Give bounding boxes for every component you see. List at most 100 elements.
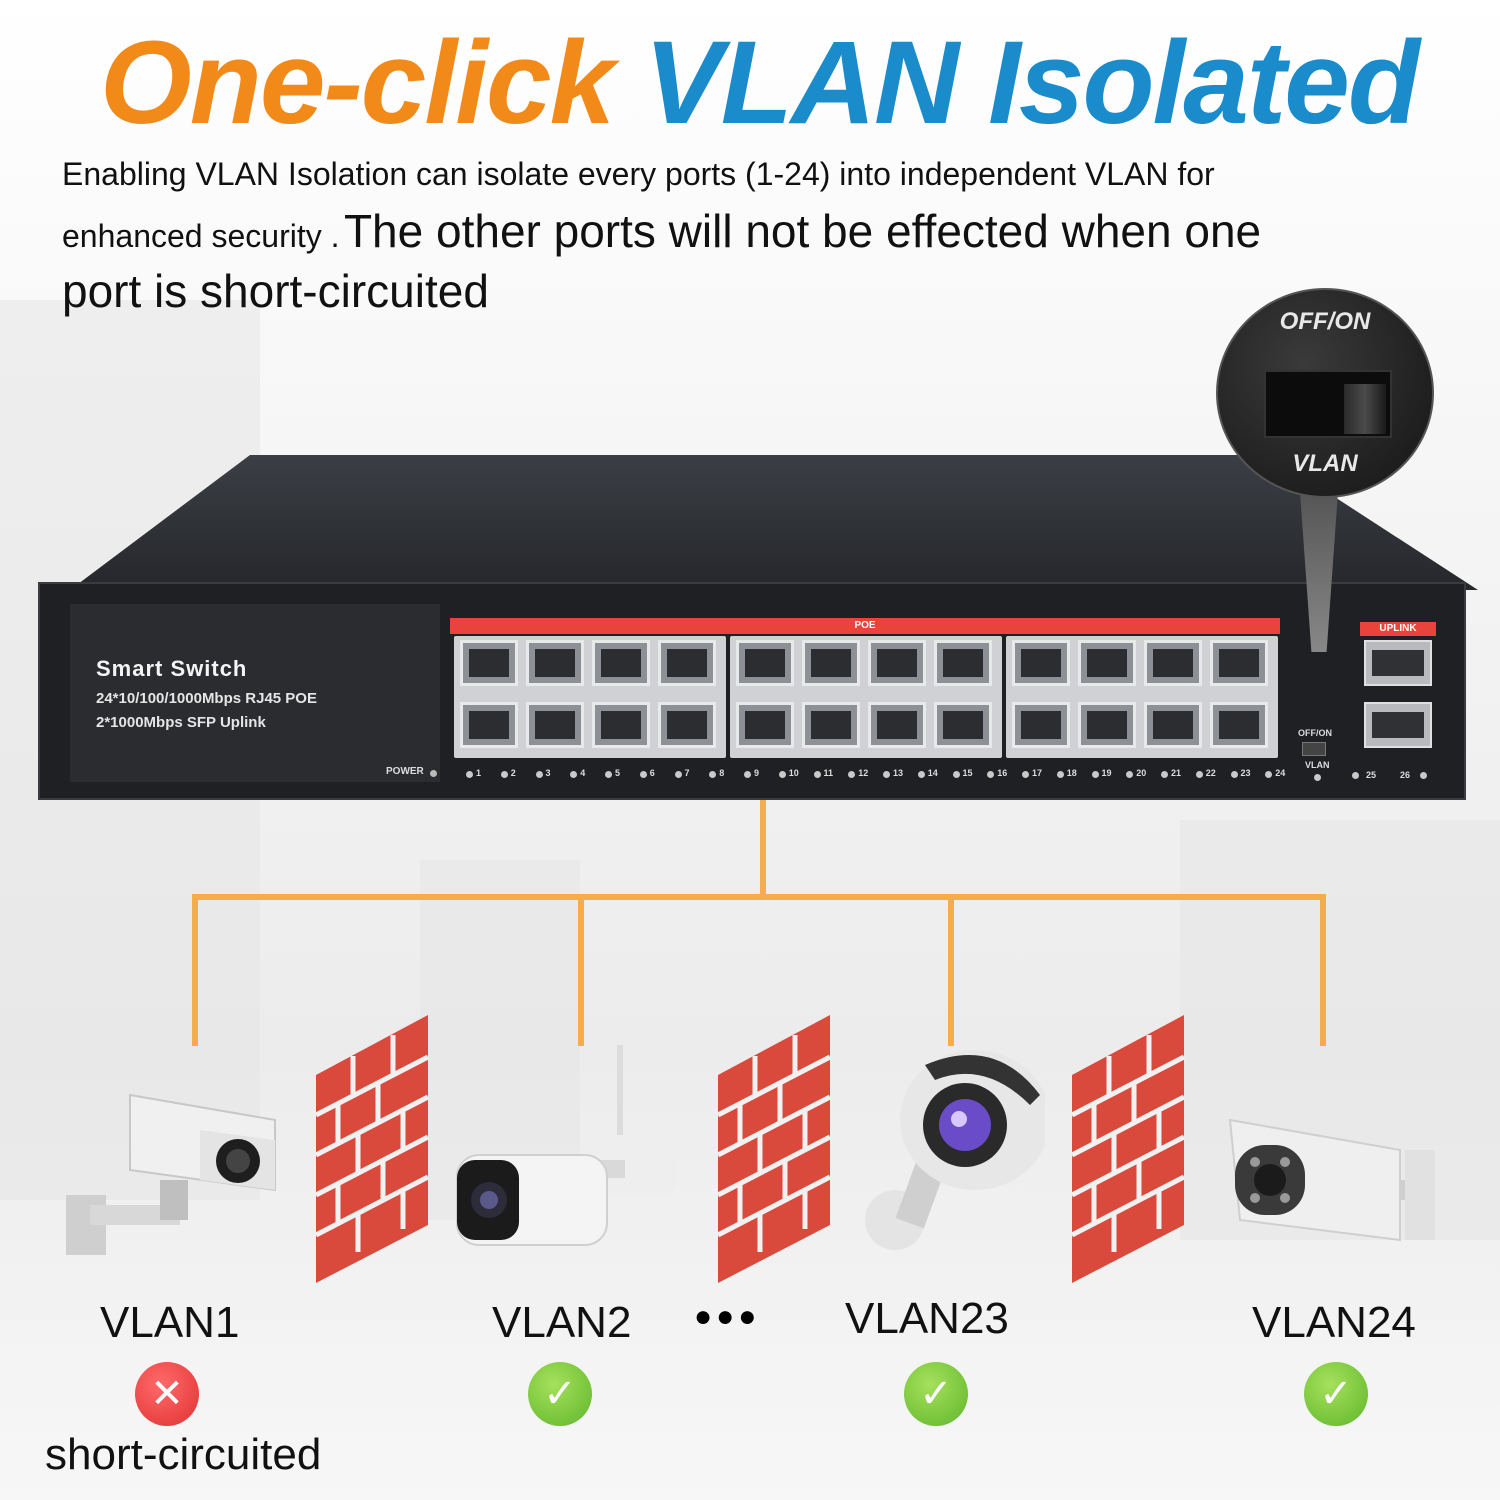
port-led <box>952 771 960 778</box>
rj45-port[interactable] <box>1078 640 1136 686</box>
sfp-number-25: 25 <box>1366 770 1377 780</box>
port-led <box>570 771 578 778</box>
rj45-port[interactable] <box>526 640 584 686</box>
port-number: 9 <box>754 768 760 778</box>
port-led <box>639 771 647 778</box>
port-number: 22 <box>1205 768 1216 778</box>
port-led <box>744 771 751 778</box>
zoom-vlan-label: VLAN <box>1292 450 1358 477</box>
sfp-number-26: 26 <box>1400 770 1411 780</box>
port-led <box>1091 771 1099 778</box>
port-number: 17 <box>1032 768 1043 778</box>
rj45-port[interactable] <box>592 702 650 748</box>
port-led <box>813 771 821 778</box>
rj45-port[interactable] <box>460 640 518 686</box>
rj45-port[interactable] <box>802 640 860 686</box>
description-line-2: enhanced security . The other ports will… <box>62 204 1442 258</box>
port-number: 21 <box>1171 768 1182 778</box>
rj45-port[interactable] <box>736 640 794 686</box>
rj45-port[interactable] <box>592 640 650 686</box>
rj45-port[interactable] <box>658 702 716 748</box>
ir-bullet-camera-icon <box>1228 1118 1435 1242</box>
port-led <box>1022 771 1029 778</box>
check-icon: ✓ <box>1304 1362 1368 1426</box>
port-number: 19 <box>1101 768 1112 778</box>
rj45-port[interactable] <box>658 640 716 686</box>
port-led <box>466 771 473 778</box>
zoom-switch-knob <box>1344 384 1386 434</box>
description-line-1: Enabling VLAN Isolation can isolate ever… <box>62 156 1215 192</box>
port-led <box>917 771 925 778</box>
vlan-label-1: VLAN1 <box>100 1298 240 1347</box>
port-led <box>778 771 786 778</box>
vlan-led <box>1314 774 1321 781</box>
rj45-port[interactable] <box>934 702 992 748</box>
port-number: 7 <box>684 768 690 778</box>
headline-part-1: One-click <box>100 17 615 149</box>
wire-drop-vlan24 <box>1320 894 1326 1046</box>
wire-bus <box>192 894 1326 900</box>
ellipsis: ●●● <box>694 1300 761 1333</box>
port-led <box>883 771 890 778</box>
bullet-camera-icon <box>456 1045 675 1246</box>
box-camera-icon <box>66 1093 276 1255</box>
port-number: 20 <box>1136 768 1147 778</box>
port-led <box>500 771 508 778</box>
port-number: 8 <box>719 768 725 778</box>
port-led <box>535 771 543 778</box>
brick-wall-icon <box>1070 1015 1186 1283</box>
port-led <box>605 771 612 778</box>
port-number: 16 <box>997 768 1008 778</box>
rj45-port[interactable] <box>1078 702 1136 748</box>
vlan-label-2: VLAN2 <box>492 1298 632 1347</box>
uplink-label-bar: UPLINK <box>1360 622 1436 636</box>
port-number: 10 <box>788 768 799 778</box>
rj45-port[interactable] <box>1012 640 1070 686</box>
port-number: 11 <box>823 768 834 778</box>
description-line-3: port is short-circuited <box>62 265 489 317</box>
wire-drop-vlan1 <box>192 894 198 1046</box>
brand-label: Smart Switch <box>96 656 248 681</box>
headline-part-2: VLAN Isolated <box>644 17 1420 149</box>
sfp-port-25[interactable] <box>1364 640 1432 686</box>
brick-wall-icon <box>716 1015 832 1283</box>
rj45-port[interactable] <box>802 702 860 748</box>
description-line-2a: enhanced security . <box>62 218 340 254</box>
zoom-callout: OFF/ON VLAN <box>1216 288 1434 498</box>
spec-line-2: 2*1000Mbps SFP Uplink <box>96 714 266 731</box>
wire-drop-vlan23 <box>948 894 954 1046</box>
port-led <box>674 771 682 778</box>
vlan-switch-label: VLAN <box>1305 760 1330 770</box>
rj45-port[interactable] <box>868 640 926 686</box>
port-led <box>1056 771 1064 778</box>
rj45-port[interactable] <box>1144 702 1202 748</box>
zoom-offon-label: OFF/ON <box>1279 308 1371 335</box>
rj45-port[interactable] <box>1210 702 1268 748</box>
rj45-port[interactable] <box>736 702 794 748</box>
rj45-port[interactable] <box>460 702 518 748</box>
port-led <box>987 771 995 778</box>
rj45-port[interactable] <box>1144 640 1202 686</box>
wire-trunk <box>760 800 766 896</box>
port-led <box>1161 771 1168 778</box>
port-led <box>848 771 856 778</box>
port-number: 5 <box>615 768 621 778</box>
port-led <box>709 771 717 778</box>
port-number: 12 <box>858 768 869 778</box>
port-number: 2 <box>510 768 516 778</box>
port-led <box>1265 771 1273 778</box>
port-number: 13 <box>893 768 904 778</box>
rj45-port[interactable] <box>1012 702 1070 748</box>
port-led <box>1195 771 1203 778</box>
rj45-port[interactable] <box>1210 640 1268 686</box>
check-icon: ✓ <box>528 1362 592 1426</box>
rj45-port[interactable] <box>934 640 992 686</box>
vlan-dip-switch[interactable] <box>1302 742 1326 756</box>
rj45-port[interactable] <box>526 702 584 748</box>
sfp-led-25 <box>1352 772 1359 779</box>
switch-front-panel: Smart Switch 24*10/100/1000Mbps RJ45 POE… <box>38 582 1466 800</box>
sfp-port-26[interactable] <box>1364 702 1432 748</box>
rj45-port[interactable] <box>868 702 926 748</box>
offon-label: OFF/ON <box>1298 728 1332 738</box>
